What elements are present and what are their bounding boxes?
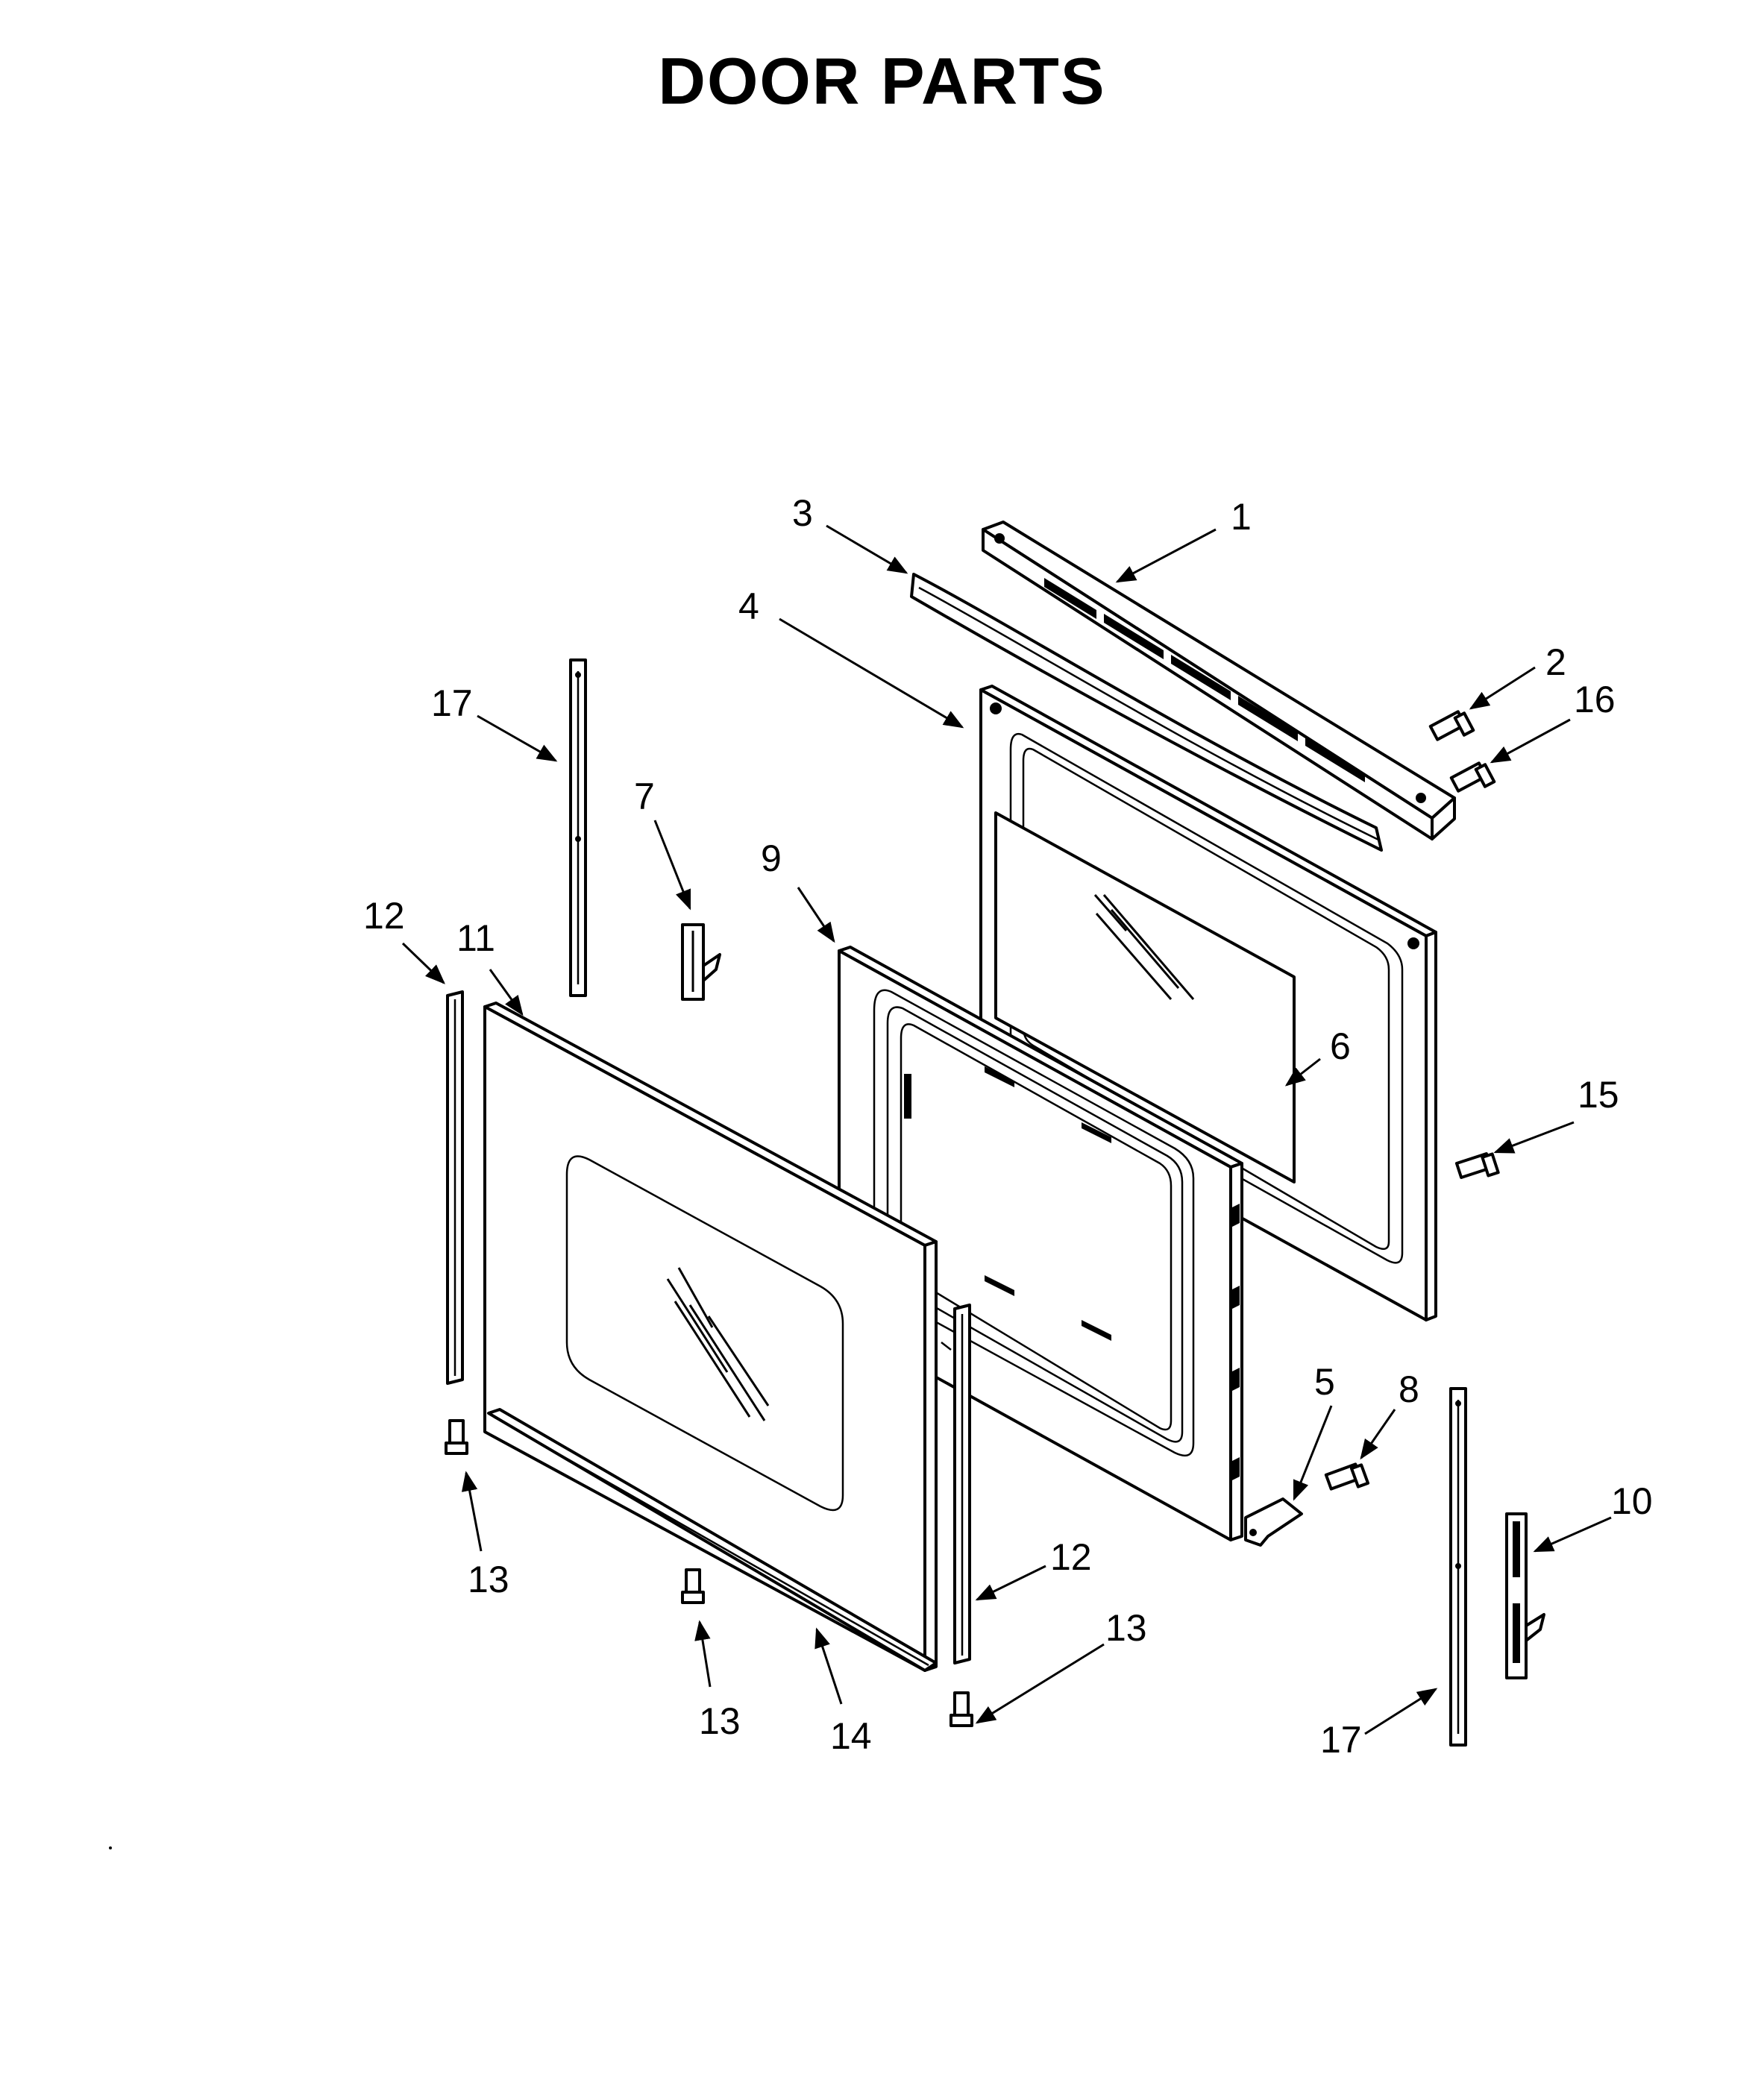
part-13-screw-right	[950, 1691, 973, 1727]
callout-4: 4	[738, 585, 759, 627]
callout-5: 5	[1314, 1361, 1335, 1403]
callout-13-middle: 13	[699, 1700, 741, 1742]
part-8-screw	[1324, 1462, 1370, 1491]
callout-labels: 1 3 4 2 16 17 7 9 6 12 11 15 5 8 10 12 1…	[363, 492, 1653, 1761]
leader-lines	[401, 524, 1612, 1735]
page-title: DOOR PARTS	[658, 44, 1106, 118]
callout-12-right: 12	[1050, 1536, 1092, 1578]
part-10-hinge	[1505, 1512, 1545, 1679]
callout-12-left: 12	[363, 895, 405, 937]
part-14-bottom-trim	[487, 1408, 938, 1672]
part-17-hinge-channel-left	[569, 658, 587, 997]
callout-6: 6	[1330, 1025, 1351, 1067]
part-5-bracket	[1244, 1497, 1303, 1547]
part-12-side-trim-right	[953, 1304, 971, 1664]
callout-17-top: 17	[431, 682, 473, 724]
callout-2: 2	[1545, 641, 1566, 683]
part-2-screw	[1428, 710, 1475, 741]
callout-7: 7	[634, 776, 655, 817]
part-16-screw	[1449, 761, 1496, 793]
callout-9: 9	[761, 837, 782, 879]
part-15-screw	[1454, 1152, 1500, 1179]
part-3-door-handle	[910, 573, 1383, 852]
part-9-door-frame	[838, 946, 1243, 1541]
part-17-hinge-channel-right	[1449, 1387, 1467, 1747]
part-7-hinge-receiver	[681, 923, 721, 1001]
callout-13-left: 13	[468, 1559, 509, 1600]
callout-16: 16	[1574, 679, 1616, 720]
part-6-glass-pane	[994, 811, 1296, 1183]
callout-13-right: 13	[1105, 1607, 1147, 1649]
callout-3: 3	[792, 492, 813, 534]
callout-14: 14	[830, 1715, 872, 1757]
callout-17-bottom: 17	[1320, 1719, 1362, 1761]
callout-1: 1	[1231, 496, 1252, 538]
part-13-screw-middle	[681, 1568, 705, 1604]
part-12-side-trim-left	[446, 990, 464, 1385]
part-13-screw-left	[445, 1419, 468, 1455]
callout-8: 8	[1399, 1368, 1419, 1410]
callout-15: 15	[1578, 1074, 1619, 1116]
callout-10: 10	[1611, 1480, 1653, 1522]
part-1-vent-trim	[982, 521, 1456, 840]
callout-11: 11	[456, 917, 495, 959]
